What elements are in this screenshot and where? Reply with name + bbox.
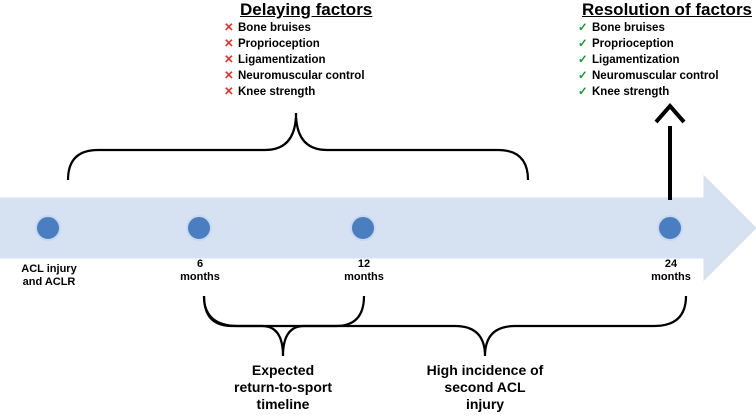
cross-icon: ✕ bbox=[224, 86, 234, 98]
check-icon: ✓ bbox=[578, 54, 588, 66]
timeline-label-line: 12 bbox=[357, 258, 371, 270]
timeline-label-line: and ACLR bbox=[22, 276, 76, 288]
timeline-label-line: months bbox=[180, 271, 220, 283]
resolution-factors-list: ✓ Bone bruises ✓ Proprioception ✓ Ligamenti… bbox=[578, 20, 719, 100]
bottom-brace-second-injury bbox=[202, 295, 688, 357]
resolution-factors-title: Resolution of factors bbox=[582, 0, 753, 19]
top-curly-brace bbox=[66, 112, 530, 181]
resolution-factor-item: ✓ Ligamentization bbox=[578, 52, 719, 68]
node-acl-injury bbox=[35, 215, 61, 241]
check-icon: ✓ bbox=[578, 86, 588, 98]
check-icon: ✓ bbox=[578, 38, 588, 50]
timeline-label-line: months bbox=[344, 271, 384, 283]
bracket-label-line: High incidence of bbox=[426, 362, 544, 378]
delaying-factor-item: ✕ Neuromuscular control bbox=[224, 68, 365, 84]
node-12-months bbox=[350, 215, 376, 241]
timeline-label-acl-injury: ACL injury and ACLR bbox=[14, 263, 84, 289]
timeline-label-6-months: 6 months bbox=[170, 258, 230, 284]
delaying-factors-title: Delaying factors bbox=[240, 0, 373, 19]
delaying-factors-list: ✕ Bone bruises ✕ Proprioception ✕ Ligamenti… bbox=[224, 20, 365, 100]
delaying-factor-label: Ligamentization bbox=[238, 54, 326, 66]
resolution-factor-item: ✓ Neuromuscular control bbox=[578, 68, 719, 84]
resolution-factor-label: Knee strength bbox=[592, 86, 670, 98]
cross-icon: ✕ bbox=[224, 22, 234, 34]
resolution-factor-label: Neuromuscular control bbox=[592, 70, 719, 82]
resolution-factor-label: Ligamentization bbox=[592, 54, 680, 66]
resolution-factor-item: ✓ Proprioception bbox=[578, 36, 719, 52]
delaying-factor-item: ✕ Proprioception bbox=[224, 36, 365, 52]
check-icon: ✓ bbox=[578, 70, 588, 82]
delaying-factor-label: Knee strength bbox=[238, 86, 316, 98]
bracket-label-line: injury bbox=[465, 396, 505, 412]
timeline-label-line: ACL injury bbox=[21, 263, 77, 275]
timeline-label-24-months: 24 months bbox=[641, 258, 701, 284]
timeline-label-line: months bbox=[651, 271, 691, 283]
delaying-factor-item: ✕ Knee strength bbox=[224, 84, 365, 100]
bracket-label-line: timeline bbox=[256, 396, 310, 412]
delaying-factor-item: ✕ Ligamentization bbox=[224, 52, 365, 68]
delaying-factor-label: Neuromuscular control bbox=[238, 70, 365, 82]
resolution-factor-label: Proprioception bbox=[592, 38, 674, 50]
return-to-sport-label: Expected return-to-sport timeline bbox=[218, 362, 348, 413]
timeline-arrow bbox=[0, 174, 756, 282]
timeline-label-12-months: 12 months bbox=[334, 258, 394, 284]
bracket-label-line: second ACL bbox=[444, 379, 526, 395]
bracket-label-line: Expected bbox=[251, 362, 315, 378]
timeline-label-line: 24 bbox=[664, 258, 678, 270]
resolution-factor-label: Bone bruises bbox=[592, 22, 665, 34]
resolution-factor-item: ✓ Knee strength bbox=[578, 84, 719, 100]
cross-icon: ✕ bbox=[224, 54, 234, 66]
node-6-months bbox=[186, 215, 212, 241]
delaying-factor-label: Proprioception bbox=[238, 38, 320, 50]
check-icon: ✓ bbox=[578, 22, 588, 34]
node-24-months bbox=[657, 215, 683, 241]
resolution-factor-item: ✓ Bone bruises bbox=[578, 20, 719, 36]
delaying-factor-item: ✕ Bone bruises bbox=[224, 20, 365, 36]
cross-icon: ✕ bbox=[224, 70, 234, 82]
cross-icon: ✕ bbox=[224, 38, 234, 50]
delaying-factor-label: Bone bruises bbox=[238, 22, 311, 34]
resolution-arrow-head bbox=[654, 102, 686, 124]
second-injury-label: High incidence of second ACL injury bbox=[405, 362, 565, 413]
timeline-label-line: 6 bbox=[196, 258, 204, 270]
bracket-label-line: return-to-sport bbox=[234, 379, 332, 395]
